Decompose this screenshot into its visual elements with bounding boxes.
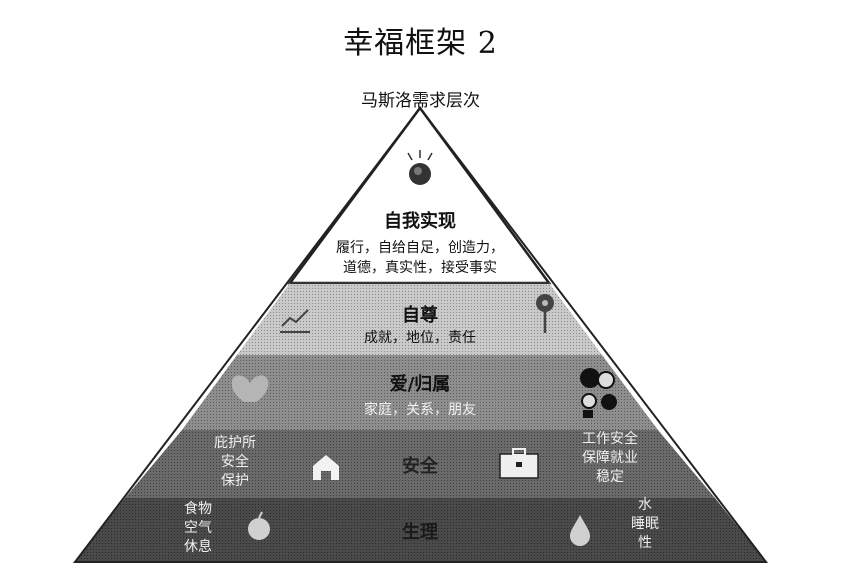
physiological-right-line3: 性 — [638, 535, 652, 551]
apple-icon — [248, 511, 270, 540]
tier-love — [182, 355, 658, 430]
growth-chart-icon — [280, 309, 310, 333]
house-icon — [313, 455, 339, 480]
medal-icon — [536, 294, 554, 333]
page-title: 幸福框架 2 — [343, 26, 498, 61]
briefcase-icon — [499, 448, 539, 479]
self-actualization-desc-line2: 道德，真实性，接受事实 — [343, 260, 497, 276]
sun-icon — [407, 150, 433, 185]
safety-label: 安全 — [402, 456, 438, 477]
esteem-desc: 成就，地位，责任 — [364, 330, 476, 346]
self-actualization-label: 自我实现 — [384, 211, 456, 232]
love-belonging-desc: 家庭，关系，朋友 — [364, 402, 476, 418]
self-actualization-desc-line1: 履行，自给自足，创造力， — [336, 240, 504, 256]
love-belonging-label: 爱/归属 — [389, 374, 451, 395]
safety-left-line3: 保护 — [221, 473, 249, 489]
tier-safety — [125, 430, 715, 498]
physiological-left-line2: 空气 — [184, 520, 212, 536]
safety-right-line3: 稳定 — [596, 469, 624, 485]
physiological-right-line2: 睡眠 — [631, 516, 659, 532]
safety-right-line2: 保障就业 — [582, 450, 638, 466]
physiological-left-line1: 食物 — [184, 501, 212, 517]
heart-icon — [231, 375, 269, 402]
water-drop-icon — [570, 515, 590, 546]
safety-left-line2: 安全 — [221, 454, 249, 470]
people-icon — [580, 368, 617, 418]
physiological-right-line1: 水 — [638, 497, 652, 513]
esteem-label: 自尊 — [402, 305, 438, 326]
physiological-left-line3: 休息 — [184, 539, 212, 555]
tier-physiological — [75, 498, 766, 562]
tier-esteem — [237, 283, 602, 355]
physiological-label: 生理 — [402, 522, 438, 543]
pyramid-subtitle: 马斯洛需求层次 — [361, 91, 480, 111]
safety-right-line1: 工作安全 — [582, 431, 638, 447]
safety-left-line1: 庇护所 — [214, 435, 256, 451]
